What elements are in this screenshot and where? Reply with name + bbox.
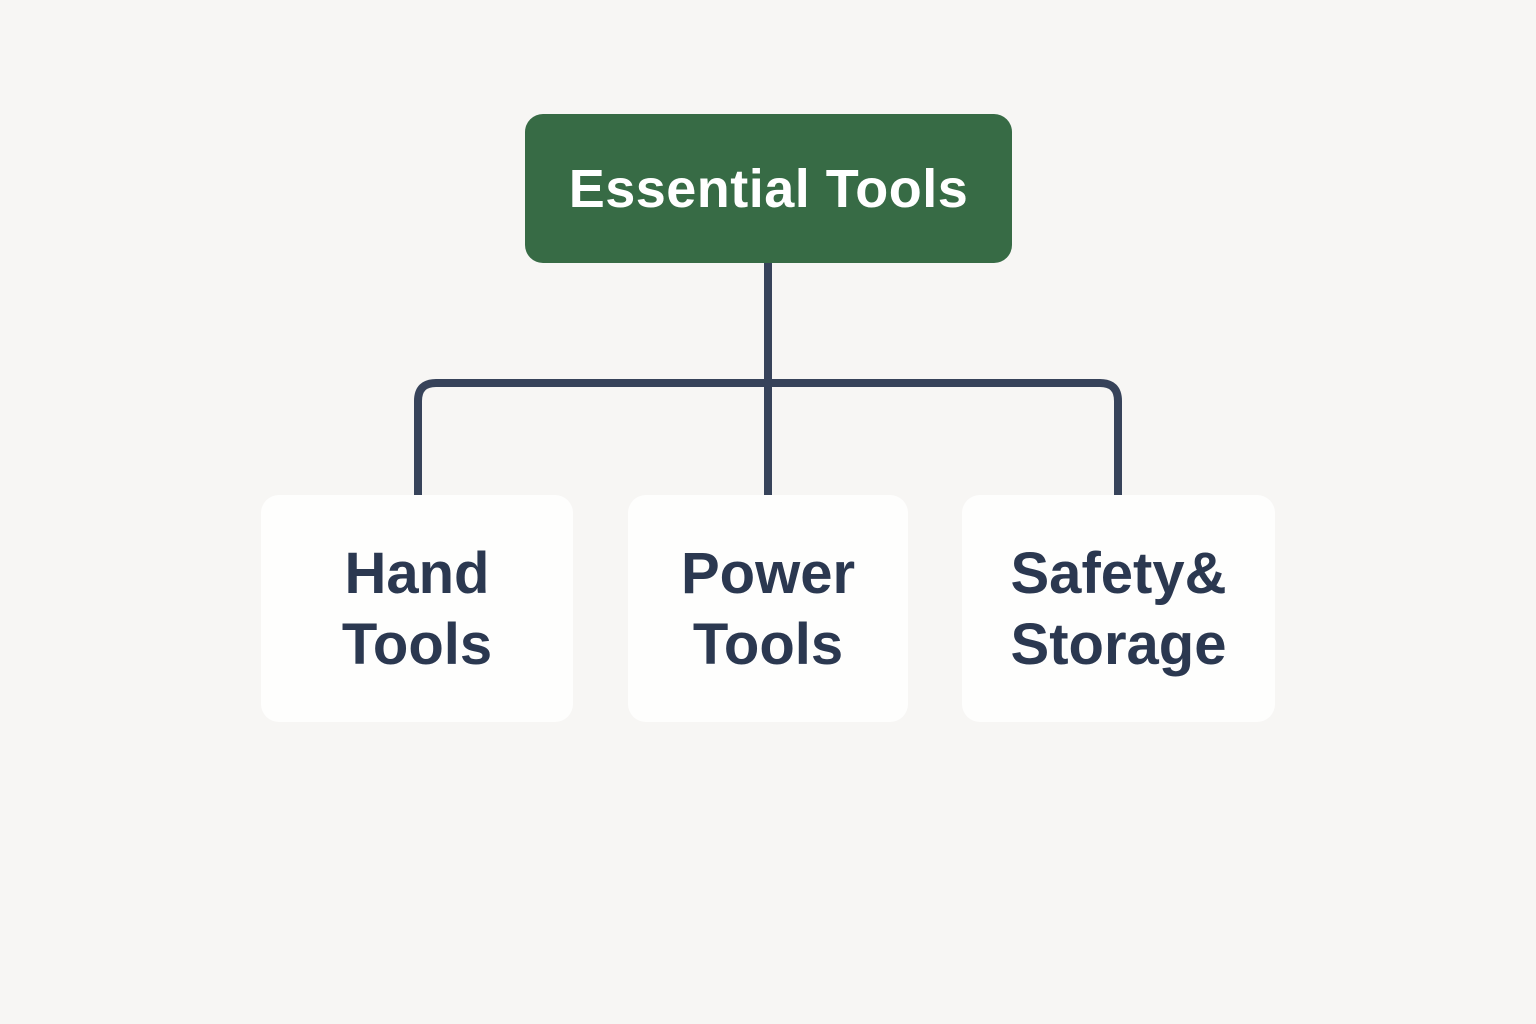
connector-branch-safety — [764, 379, 1122, 499]
child-node-power-tools: Power Tools — [628, 495, 908, 722]
child-node-label: Power Tools — [680, 540, 856, 677]
root-node-essential-tools: Essential Tools — [525, 114, 1012, 263]
root-node-label: Essential Tools — [568, 158, 969, 219]
child-node-hand-tools: Hand Tools — [261, 495, 573, 722]
connector-branch-hand — [414, 379, 772, 499]
child-node-label: Hand Tools — [341, 540, 493, 677]
child-node-label: Safety& Storage — [1010, 540, 1227, 677]
child-node-safety-storage: Safety& Storage — [962, 495, 1275, 722]
